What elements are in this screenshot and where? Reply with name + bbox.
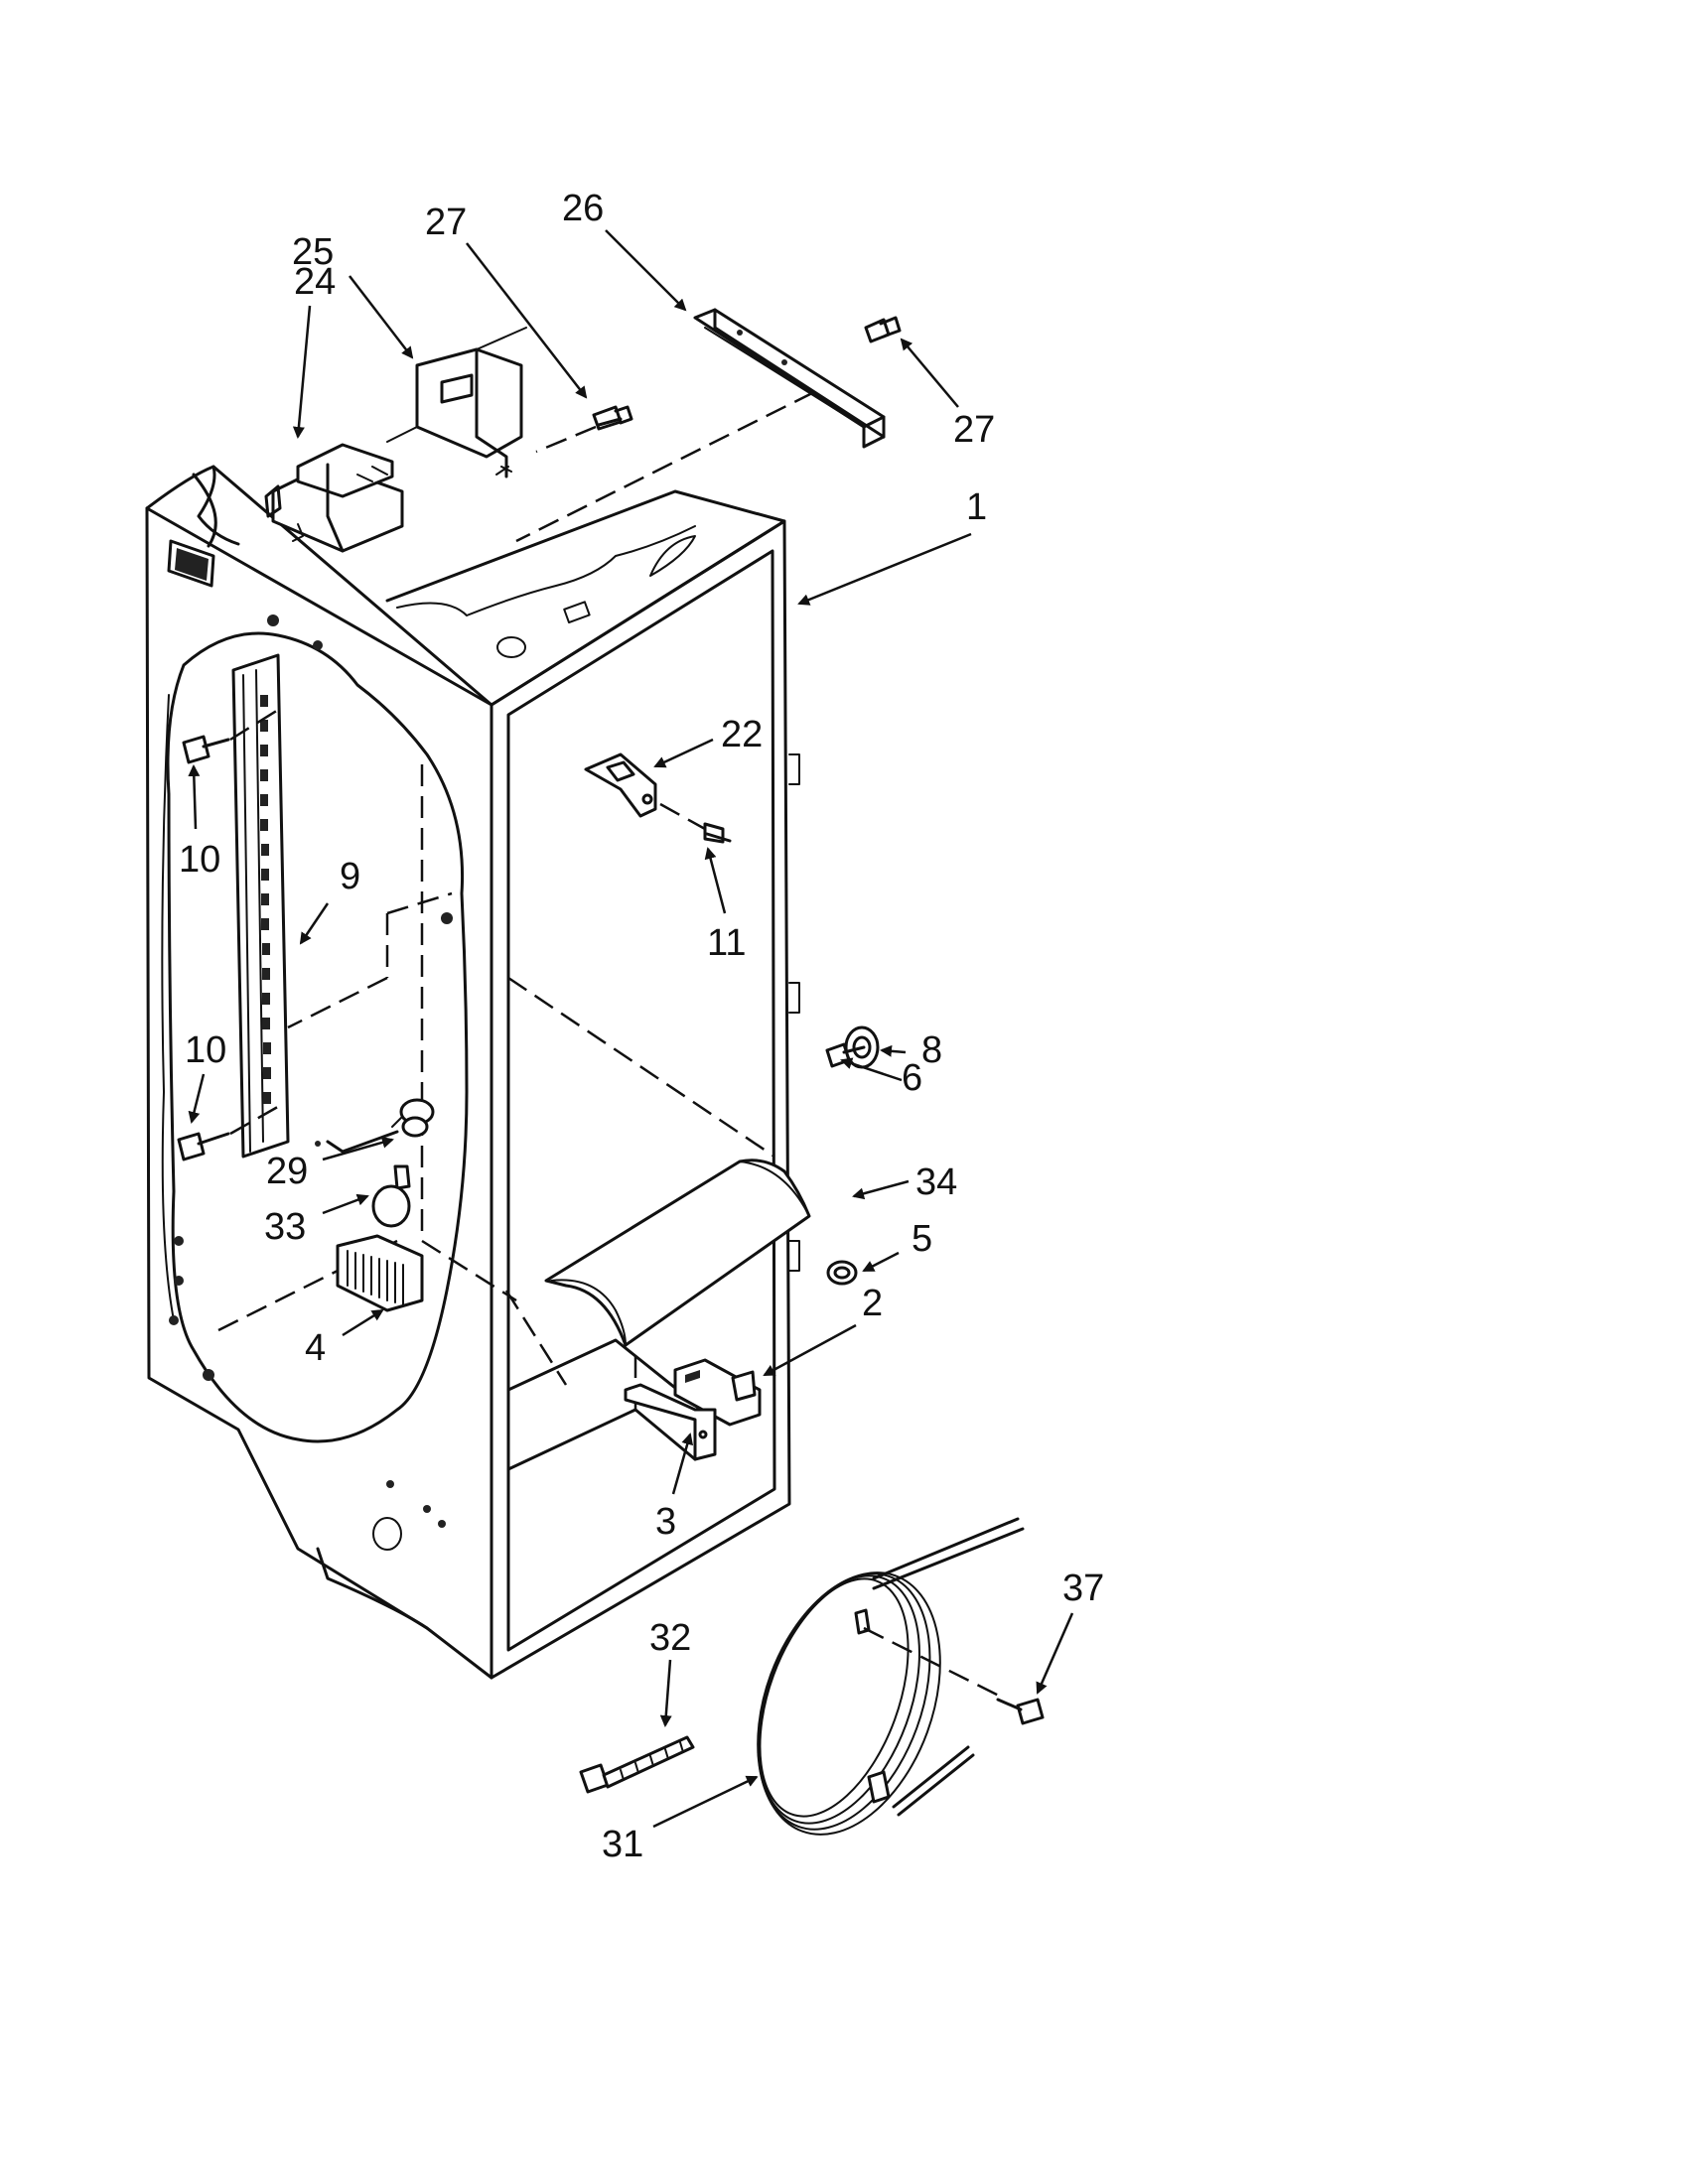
arrow-26 — [605, 229, 687, 312]
arrow-3 — [671, 1433, 694, 1495]
callout-34: 34 — [915, 1161, 957, 1203]
callout-3: 3 — [655, 1501, 676, 1543]
top-channel-part-26 — [693, 308, 886, 449]
light-bulb-part-33 — [371, 1164, 411, 1228]
callout-4: 4 — [305, 1327, 326, 1369]
callout-29: 29 — [266, 1151, 308, 1192]
callout-33: 33 — [264, 1206, 306, 1248]
callout-5: 5 — [912, 1218, 932, 1260]
arrow-4 — [342, 1308, 384, 1337]
arrow-31 — [652, 1775, 759, 1829]
callout-10-upper: 10 — [179, 839, 220, 881]
callout-10-lower: 10 — [185, 1029, 226, 1071]
arrow-37 — [1036, 1612, 1074, 1695]
screw-part-27-right — [864, 316, 902, 343]
vertical-rail-part-9 — [231, 653, 453, 1159]
arrow-10-upper — [188, 764, 201, 830]
arrow-22 — [653, 738, 714, 768]
callout-26: 26 — [562, 188, 604, 229]
bracket-part-25 — [386, 327, 527, 478]
arrow-34 — [852, 1179, 910, 1200]
arrow-27-right — [900, 338, 959, 408]
cabinet-liner — [145, 465, 800, 1680]
arrow-11 — [704, 847, 727, 914]
arrow-5 — [862, 1251, 900, 1273]
arrow-33 — [322, 1193, 369, 1215]
callout-6: 6 — [902, 1057, 922, 1099]
arrow-25 — [349, 275, 414, 359]
control-box-part-24 — [264, 443, 404, 553]
arrow-32 — [659, 1659, 672, 1727]
arrow-8 — [880, 1044, 907, 1057]
arrow-9 — [299, 902, 330, 945]
bracket-part-3 — [624, 1383, 717, 1461]
callout-1: 1 — [966, 486, 987, 528]
callout-24: 24 — [294, 261, 336, 303]
vent-grille-part-4 — [336, 1234, 424, 1312]
arrow-2 — [763, 1323, 857, 1377]
cover-part-34 — [544, 1159, 811, 1347]
arrow-1 — [797, 532, 972, 606]
screw-part-27-left — [535, 405, 633, 454]
callout-11: 11 — [707, 922, 746, 964]
arrow-27-left — [466, 242, 588, 399]
callout-2: 2 — [862, 1283, 883, 1324]
callout-labels: 1 2 3 4 5 6 8 9 10 10 11 22 24 25 26 27 … — [179, 188, 1104, 1865]
arrow-10-lower — [188, 1073, 206, 1124]
grommet-part-5 — [826, 1260, 858, 1286]
arrow-6 — [840, 1057, 903, 1082]
callout-37: 37 — [1062, 1568, 1104, 1609]
leader-26-dash — [515, 390, 815, 543]
callout-arrows — [188, 229, 1074, 1829]
arrow-24 — [292, 305, 312, 439]
tubing-coil-part-31 — [757, 1517, 1025, 1836]
callout-32: 32 — [649, 1617, 691, 1659]
callout-9: 9 — [340, 856, 360, 897]
screw-part-10-lower — [177, 1102, 284, 1161]
callout-31: 31 — [602, 1824, 643, 1865]
callout-27-left: 27 — [425, 202, 467, 243]
cable-tie-part-32 — [579, 1735, 695, 1794]
callout-27-right: 27 — [953, 409, 995, 451]
screw-part-11 — [703, 822, 732, 844]
leader-22-dash — [659, 802, 706, 831]
bracket-part-2 — [673, 1358, 762, 1427]
callout-8: 8 — [921, 1029, 942, 1071]
screw-part-37 — [996, 1698, 1045, 1725]
lamp-holder-part-29 — [315, 1098, 435, 1154]
screw-part-10-upper — [182, 705, 284, 764]
bracket-part-22 — [584, 752, 657, 818]
arrow-29 — [322, 1136, 394, 1161]
callout-22: 22 — [721, 714, 763, 755]
callout-25: 25 — [292, 231, 334, 273]
leader-37-dash — [863, 1626, 1004, 1700]
